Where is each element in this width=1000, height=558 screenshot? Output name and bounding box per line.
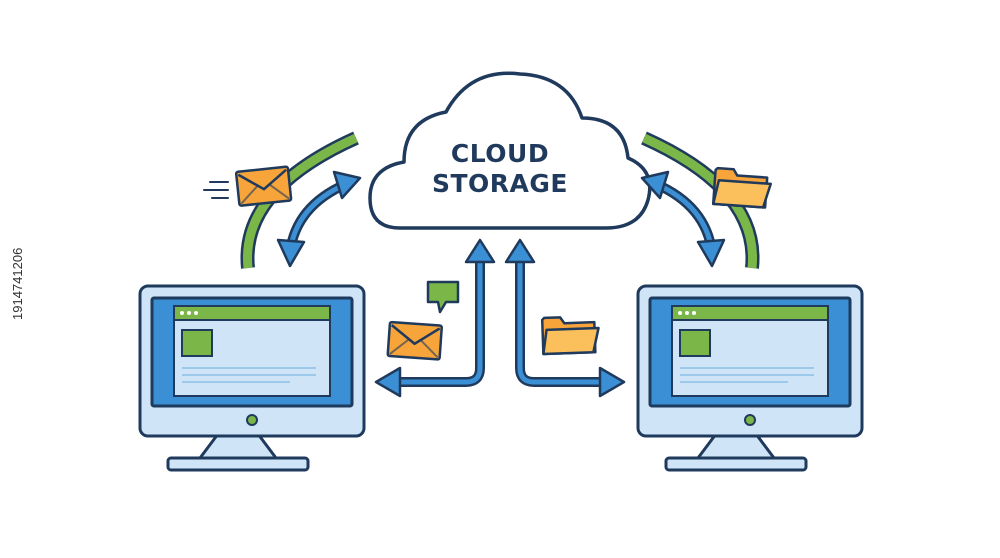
- center-right-arrow-icon: [506, 240, 624, 396]
- left-monitor-icon: [140, 286, 364, 470]
- folder-icon: [713, 168, 771, 208]
- speed-lines: [204, 182, 228, 198]
- center-left-arrow-icon: [376, 240, 494, 396]
- envelope-icon: [236, 167, 291, 206]
- center-envelope-icon: [388, 322, 442, 360]
- cloud-icon: CLOUD STORAGE: [370, 73, 650, 228]
- cloud-label-line1: CLOUD: [451, 139, 549, 168]
- chat-bubble-icon: [428, 282, 458, 312]
- cloud-label-line2: STORAGE: [432, 169, 568, 198]
- right-monitor-icon: [638, 286, 862, 470]
- center-folder-icon: [542, 316, 599, 354]
- stock-id-label: 1914741206: [10, 248, 25, 320]
